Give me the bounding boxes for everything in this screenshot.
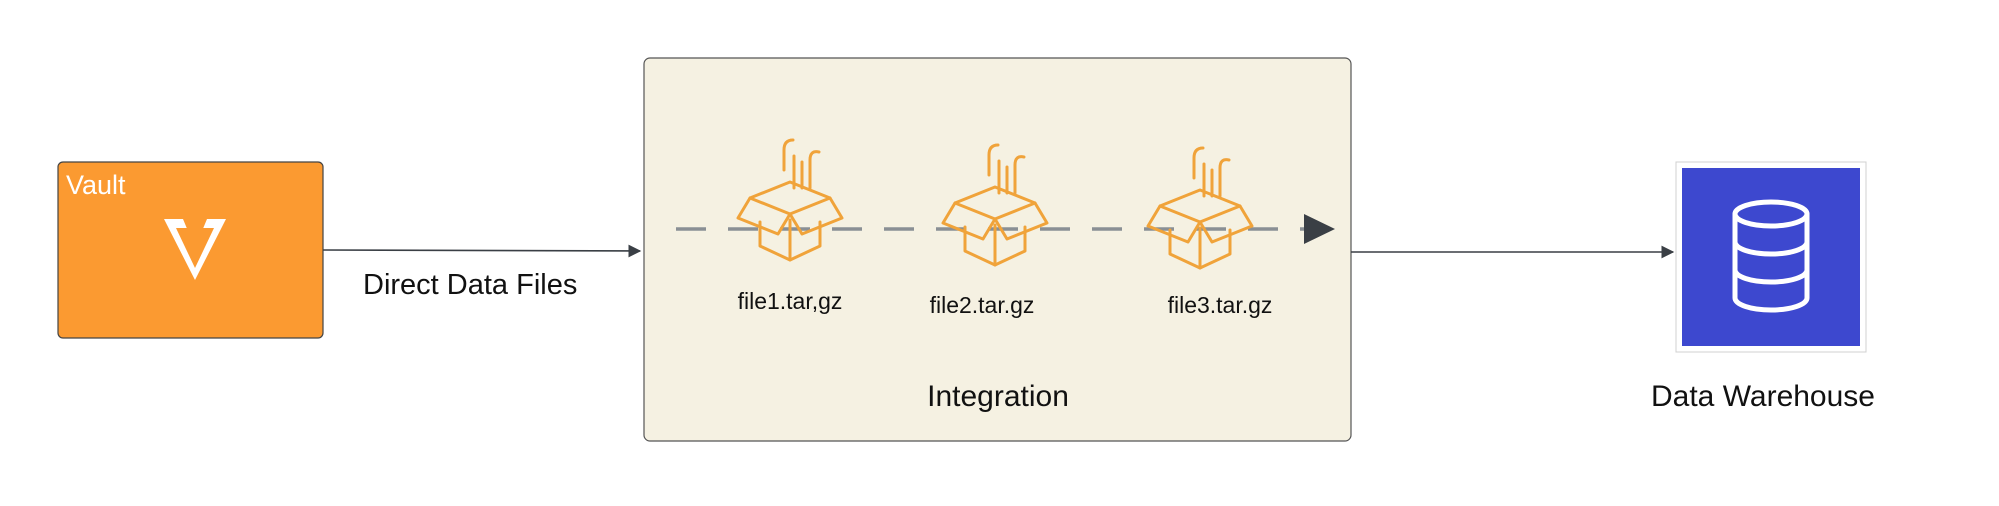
integration-box (643, 57, 1352, 442)
dashed-flow-arrowhead (1304, 214, 1335, 244)
database-icon (1732, 199, 1810, 313)
integration-title: Integration (927, 380, 1069, 413)
file-label: file2.tar.gz (930, 292, 1035, 318)
package-icon (1146, 146, 1254, 270)
package-icon (736, 138, 844, 262)
vault-source-node: Vault (57, 161, 324, 339)
file-label: file1.tar,gz (738, 288, 843, 314)
vault-to-integration-arrow (322, 244, 642, 258)
data-warehouse-label: Data Warehouse (1651, 380, 1875, 413)
vault-label: Vault (66, 170, 126, 200)
package-icon (941, 143, 1049, 267)
file-label: file3.tar.gz (1168, 292, 1273, 318)
vault-logo-icon (164, 219, 226, 280)
warehouse-tile-fill (1682, 168, 1860, 346)
data-warehouse-node: Data Warehouse (1651, 161, 1875, 413)
integration-container: file1.tar,gz file2.tar.gz file3.tar.gz I… (643, 57, 1352, 442)
direct-data-files-label: Direct Data Files (363, 269, 577, 301)
